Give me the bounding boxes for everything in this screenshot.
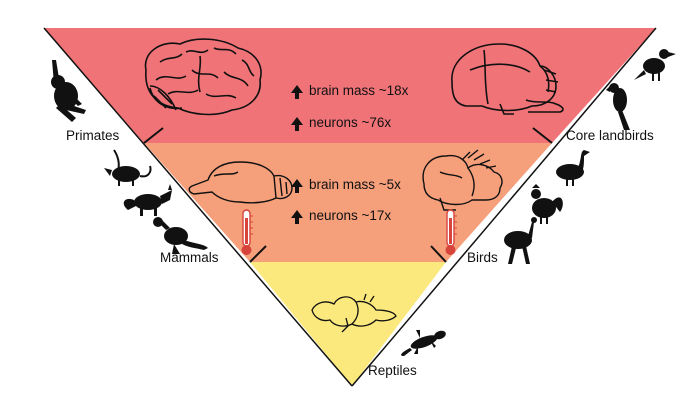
label-core-landbirds: Core landbirds	[566, 128, 654, 143]
stat-top-neurons: neurons ~76x	[309, 115, 392, 130]
corvid-brain-icon	[451, 43, 564, 115]
mammal-brain-icon	[188, 161, 293, 204]
branch-tick-birds	[430, 245, 447, 263]
branch-tick-primates	[143, 127, 164, 144]
branch-tick-mammals	[249, 245, 267, 263]
up-arrow-icon	[291, 179, 303, 193]
label-birds: Birds	[467, 250, 498, 265]
rooster-icon	[531, 184, 563, 224]
triangle-right-edge	[351, 27, 657, 387]
middle-band	[144, 143, 552, 262]
monkey-icon	[51, 60, 86, 122]
label-primates: Primates	[66, 128, 120, 143]
parrot-icon	[606, 83, 630, 130]
crow-icon	[634, 49, 676, 81]
stat-top-brain-mass: brain mass ~18x	[309, 83, 409, 98]
up-arrow-icon	[291, 117, 303, 131]
reptile-brain-icon	[311, 293, 397, 333]
stat-middle-brain-mass: brain mass ~5x	[309, 177, 401, 192]
goose-icon	[556, 150, 590, 186]
fox-icon	[123, 184, 172, 216]
stat-middle-neurons: neurons ~17x	[309, 208, 392, 223]
primate-brain-icon	[144, 38, 262, 116]
branch-tick-core-landbirds	[532, 127, 553, 144]
rat-icon	[104, 149, 152, 186]
triangle-left-edge	[43, 27, 353, 387]
thermometer-right-icon	[445, 209, 457, 255]
label-mammals: Mammals	[160, 250, 219, 265]
up-arrow-icon	[291, 85, 303, 99]
thermometer-left-icon	[241, 209, 253, 255]
ostrich-icon	[504, 217, 537, 264]
lizard-icon	[401, 330, 446, 356]
up-arrow-icon	[291, 210, 303, 224]
kangaroo-icon	[153, 217, 208, 254]
label-reptiles: Reptiles	[368, 363, 417, 378]
